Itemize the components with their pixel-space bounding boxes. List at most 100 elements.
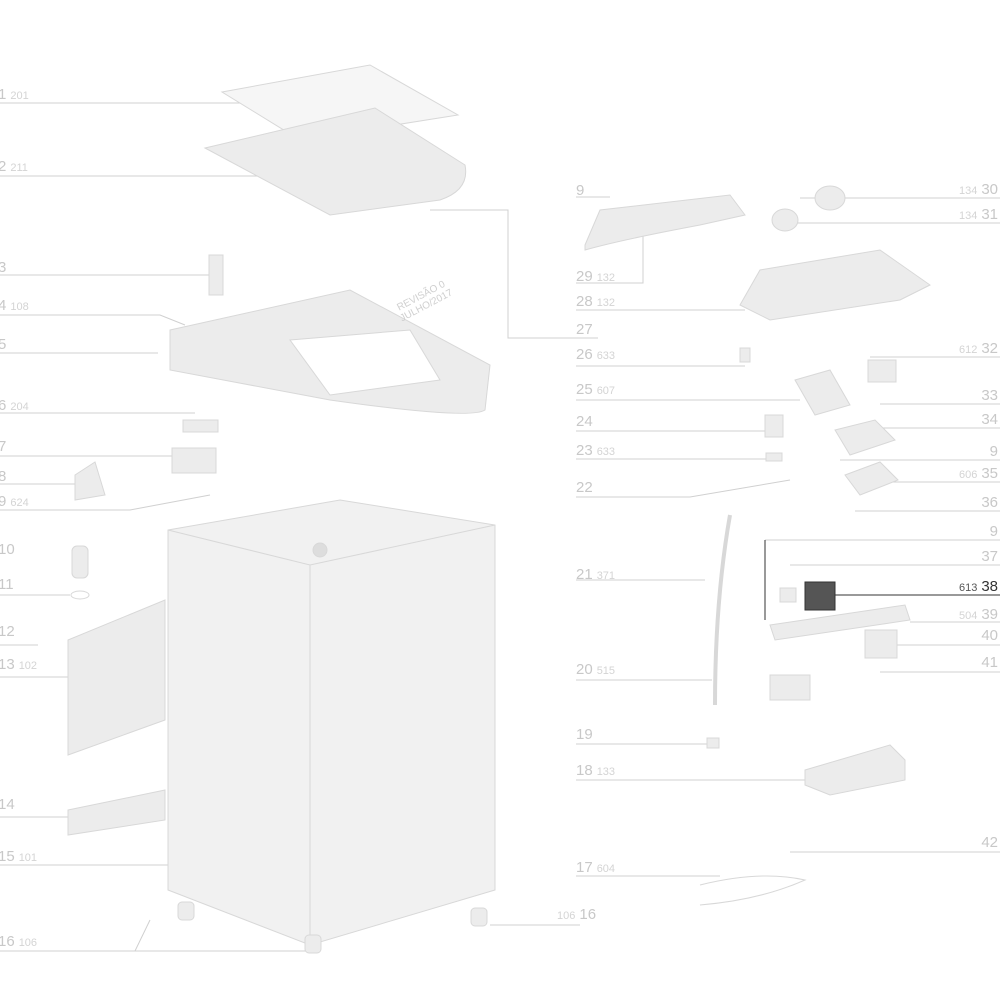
part-30-knob	[814, 185, 846, 211]
callout-12: 12	[0, 624, 23, 641]
part-34	[834, 419, 896, 456]
part-19	[706, 737, 720, 749]
part-11	[70, 590, 90, 600]
callout-number: 2	[0, 158, 7, 175]
callout-number: 10	[0, 541, 15, 558]
callout-number: 27	[576, 321, 593, 338]
callout-9: 9	[982, 444, 998, 461]
callout-number: 9	[989, 523, 998, 540]
callout-number: 37	[981, 548, 998, 565]
callout-7: 7	[0, 439, 14, 456]
callout-number: 31	[981, 206, 998, 223]
callout-code: 613	[958, 582, 978, 594]
callout-code: 633	[596, 446, 616, 458]
callout-code: 102	[18, 660, 38, 672]
callout-number: 18	[576, 762, 593, 779]
part-23	[765, 452, 783, 462]
part-6	[182, 419, 219, 433]
part-28-panel	[739, 249, 931, 321]
callout-41: 41	[973, 655, 998, 672]
callout-number: 24	[576, 413, 593, 430]
part-8	[74, 461, 106, 501]
callout-code: 371	[596, 570, 616, 582]
part-1-lid-glass	[220, 64, 460, 141]
callout-19: 19	[576, 727, 601, 744]
callout-code: 106	[18, 937, 38, 949]
part-32	[867, 359, 897, 383]
part-24	[764, 414, 784, 438]
callout-code: 101	[18, 852, 38, 864]
callout-number: 33	[981, 387, 998, 404]
part-39-dispenser	[769, 604, 911, 641]
callout-14: 14	[0, 797, 23, 814]
callout-number: 40	[981, 627, 998, 644]
callout-22: 22	[576, 480, 601, 497]
callout-11: 11	[0, 577, 22, 594]
callout-number: 23	[576, 442, 593, 459]
callout-code: 201	[10, 90, 29, 102]
callout-number: 39	[981, 606, 998, 623]
callout-code: 134	[958, 185, 978, 197]
callout-code: 633	[596, 350, 616, 362]
callout-code: 515	[596, 665, 616, 677]
callout-code: 204	[10, 401, 29, 413]
leader-lines	[0, 102, 1000, 952]
parts	[67, 64, 931, 954]
callout-number: 15	[0, 848, 15, 865]
callout-number: 14	[0, 796, 15, 813]
callout-code: 504	[958, 610, 978, 622]
callout-27: 27	[576, 322, 601, 339]
part-20-hose	[713, 514, 732, 706]
part-7	[171, 447, 217, 474]
callout-number: 9	[989, 443, 998, 460]
part-37	[779, 587, 797, 603]
part-14-panel	[67, 789, 166, 836]
callout-10: 10	[0, 542, 23, 559]
callout-code: 604	[596, 863, 616, 875]
callout-number: 41	[981, 654, 998, 671]
callout-code: 612	[958, 344, 978, 356]
callout-number: 9	[576, 182, 585, 199]
callout-3: 3	[0, 260, 14, 277]
callout-number: 6	[0, 397, 7, 414]
callout-36: 36	[973, 495, 998, 512]
part-38-valve	[804, 581, 836, 611]
callout-number: 34	[981, 411, 998, 428]
callout-9: 9	[982, 524, 998, 541]
callout-number: 12	[0, 623, 15, 640]
callout-number: 21	[576, 566, 593, 583]
part-31-knob	[771, 208, 799, 232]
callout-number: 16	[0, 933, 15, 950]
callout-number: 35	[981, 465, 998, 482]
callout-42: 42	[973, 835, 998, 852]
callout-33: 33	[973, 388, 998, 405]
callout-number: 13	[0, 656, 15, 673]
callout-number: 5	[0, 336, 7, 353]
callout-code: 606	[958, 469, 978, 481]
callout-number: 16	[579, 906, 597, 923]
callout-number: 36	[981, 494, 998, 511]
part-13-panel	[67, 599, 166, 756]
callout-number: 22	[576, 479, 593, 496]
callout-code: 607	[596, 385, 616, 397]
part-26	[739, 347, 751, 363]
callout-code: 133	[596, 766, 616, 778]
callout-number: 1	[0, 86, 7, 103]
callout-number: 9	[0, 493, 7, 510]
part-35	[844, 461, 899, 496]
